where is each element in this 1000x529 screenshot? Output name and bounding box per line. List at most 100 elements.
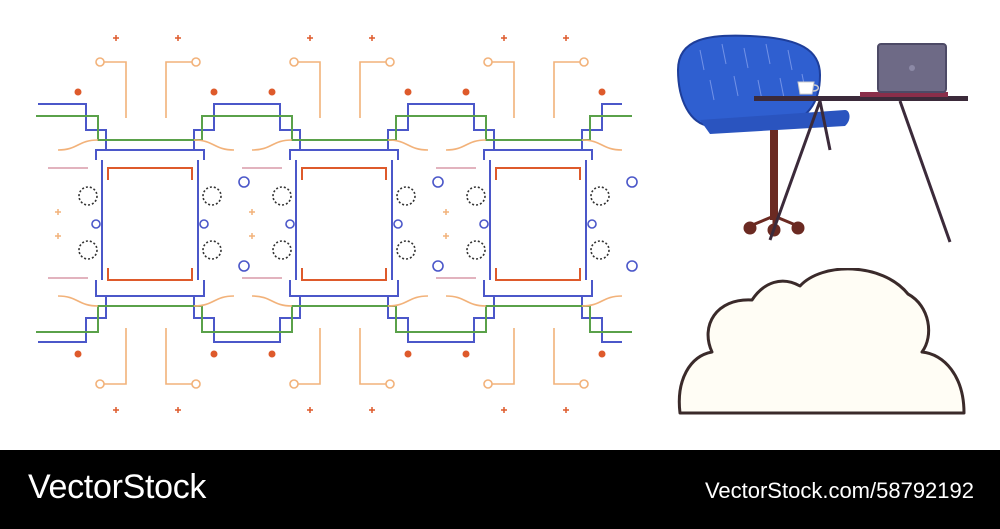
circuit-trace [495,268,581,281]
circuit-trace [495,167,581,180]
circuit-trace [175,35,181,41]
circuit-node [404,88,412,96]
circuit-trace [294,61,321,118]
circuit-node [626,260,638,272]
circuit-node [626,176,638,188]
circuit-node [598,350,606,358]
circuit-trace [165,328,196,385]
circuit-trace [553,61,584,118]
circuit-trace [107,268,193,281]
circuit-node [74,88,82,96]
circuit-trace [57,139,99,151]
circuit-node [579,379,589,389]
chair-seat [700,110,850,134]
circuit-trace [581,139,623,151]
circuit-trace [488,61,515,118]
circuit-trace [426,103,495,150]
circuit-trace [387,139,429,151]
circuit-trace [232,296,301,343]
cloud-icon [677,268,966,415]
footer-bar: VectorStock VectorStock.com/58792192 [0,450,1000,529]
circuit-node [462,350,470,358]
chair-back [676,34,822,127]
circuit-node [191,57,201,67]
circuit-node [210,350,218,358]
circuit-trace [424,115,632,141]
circuit-trace [563,407,569,413]
circuit-trace [445,139,487,151]
circuit-trace [100,61,127,118]
desk-top [754,96,968,101]
circuit-trace [443,209,449,215]
circuit-trace [387,296,428,343]
circuit-node [385,57,395,67]
circuit-trace [193,139,235,151]
circuit-node [432,176,444,188]
circuit-trace [369,35,375,41]
circuit-trace [445,295,487,307]
circuit-trace [175,407,181,413]
circuit-node [74,350,82,358]
circuit-node [289,379,299,389]
circuit-trace [359,61,390,118]
image-reference: VectorStock.com/58792192 [704,478,974,503]
circuit-trace [249,233,255,239]
circuit-node [587,219,597,229]
circuit-node [191,379,201,389]
circuit-trace [294,328,321,385]
circuit-node [95,57,105,67]
circuit-node [78,186,98,206]
circuit-trace [95,280,205,297]
circuit-trace [289,149,399,160]
circuit-trace [359,328,390,385]
circuit-node [404,350,412,358]
circuit-trace [193,296,234,343]
circuit-trace [387,103,428,150]
circuit-node [289,57,299,67]
circuit-node [462,88,470,96]
chair-pole [770,130,778,220]
circuit-trace [501,35,507,41]
circuit-pattern [36,35,638,413]
circuit-node [91,219,101,229]
workspace-illustration [676,34,968,243]
circuit-node [598,88,606,96]
circuit-node [78,240,98,260]
circuit-node [210,88,218,96]
circuit-node [285,219,295,229]
circuit-node [466,240,486,260]
circuit-node [396,240,416,260]
circuit-node [466,186,486,206]
circuit-trace [387,295,429,307]
circuit-node [590,240,610,260]
circuit-node [202,240,222,260]
circuit-trace [289,280,399,297]
circuit-node [238,260,250,272]
circuit-trace [36,115,244,141]
desk-legs [768,100,952,243]
circuit-trace [369,407,375,413]
circuit-trace [426,296,495,343]
circuit-node [385,379,395,389]
circuit-trace [249,209,255,215]
circuit-node [202,186,222,206]
circuit-node [268,350,276,358]
circuit-trace [251,295,293,307]
circuit-trace [581,295,623,307]
illustration-stage [36,34,968,415]
circuit-trace [232,103,301,150]
circuit-node [483,57,493,67]
circuit-trace [581,103,622,150]
circuit-trace [100,328,127,385]
circuit-trace [36,305,244,333]
circuit-trace [488,328,515,385]
circuit-trace [95,149,205,160]
circuit-trace [38,103,107,150]
circuit-trace [165,61,196,118]
circuit-trace [55,209,61,215]
circuit-trace [193,103,234,150]
circuit-trace [424,305,632,333]
circuit-node [199,219,209,229]
circuit-trace [443,233,449,239]
circuit-node [579,57,589,67]
